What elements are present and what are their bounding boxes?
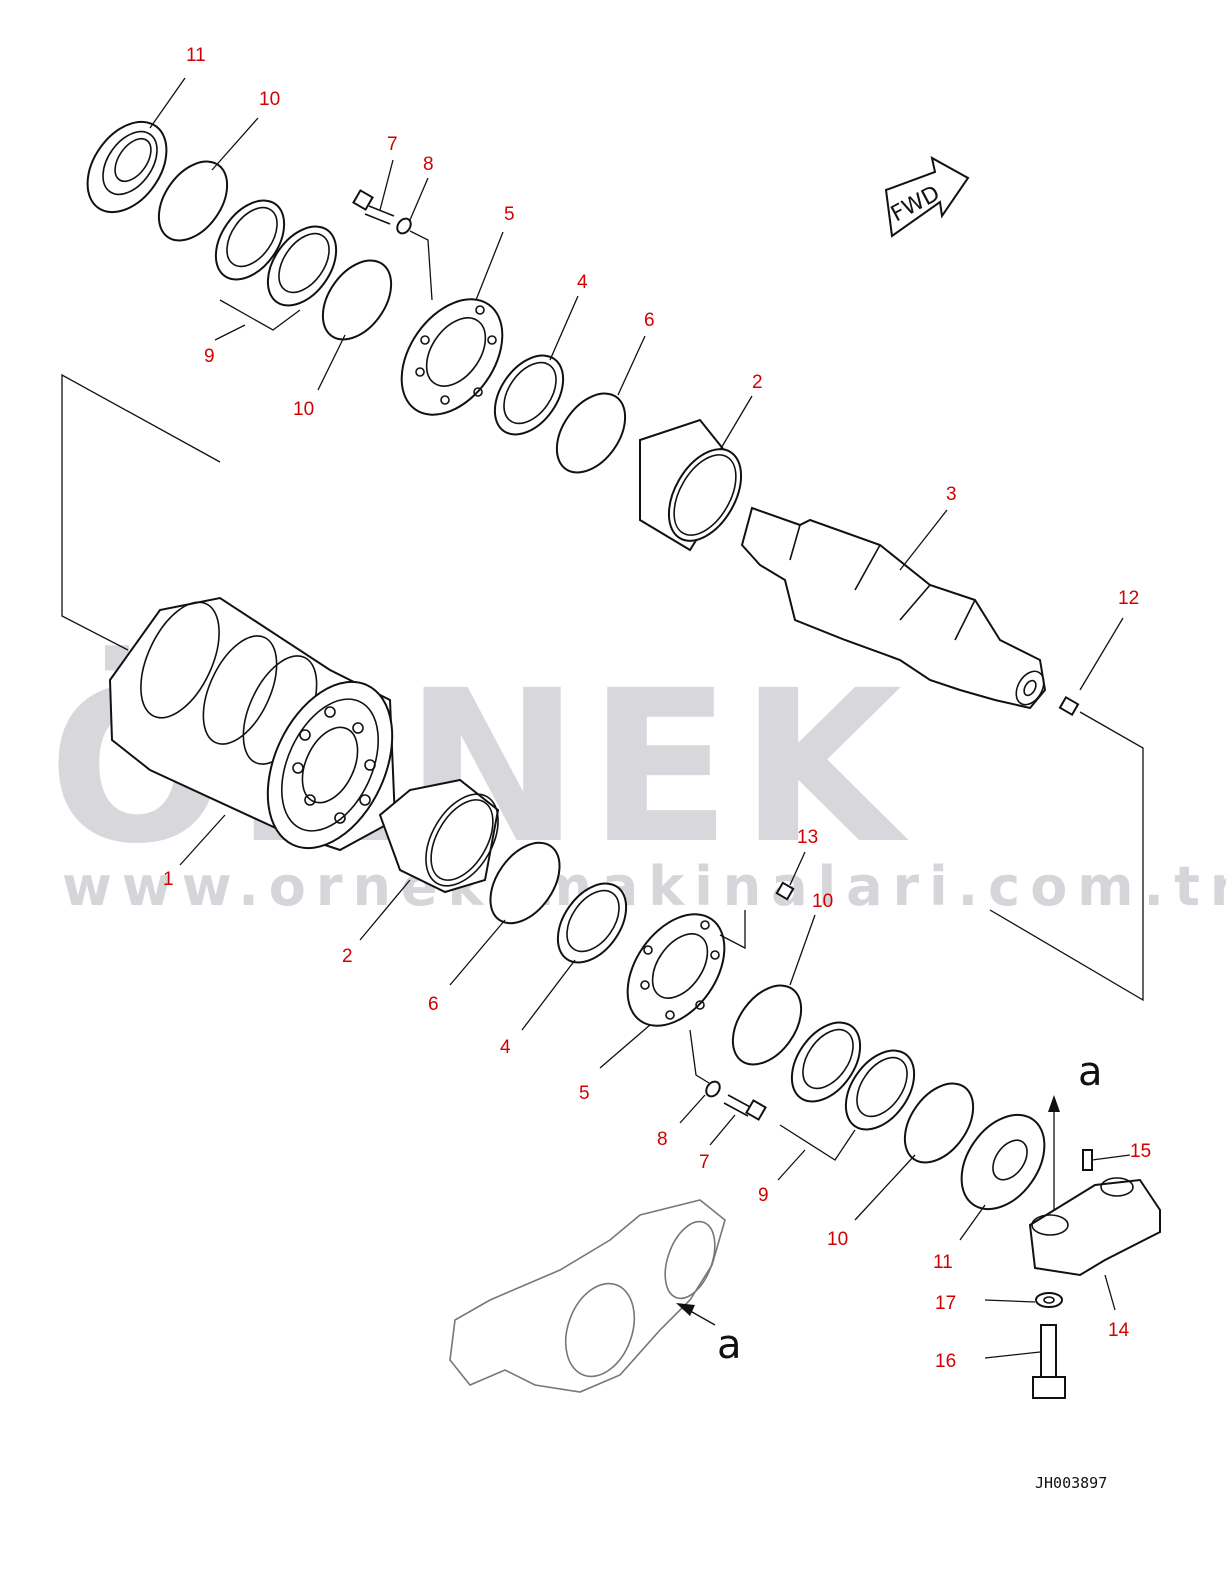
callout-5-lower: 5 (579, 1083, 590, 1104)
callout-8-upper: 8 (423, 154, 434, 175)
part-10-o-ring-lower-2 (903, 1082, 975, 1164)
callout-4-upper: 4 (577, 272, 588, 293)
callout-15: 15 (1130, 1141, 1151, 1162)
part-6-o-ring-upper (555, 392, 627, 474)
callout-4-lower: 4 (500, 1037, 511, 1058)
callout-7-upper: 7 (387, 134, 398, 155)
callout-3: 3 (946, 484, 957, 505)
callout-10-lower-1: 10 (812, 891, 833, 912)
callout-2-upper: 2 (752, 372, 763, 393)
view-marker-lower: a (717, 1322, 742, 1368)
callout-leaders (149, 77, 1131, 1359)
callout-5-upper: 5 (504, 204, 515, 225)
part-2-bushing-lower (378, 778, 500, 894)
part-11-floating-seal-upper (86, 120, 168, 214)
callout-9-upper: 9 (204, 346, 215, 367)
part-7-bolt-upper (352, 189, 395, 225)
part-16-bolt (1032, 1324, 1066, 1399)
track-frame-ghost (449, 1199, 726, 1393)
callout-10-upper-1: 10 (259, 89, 280, 110)
part-7-bolt-lower (723, 1094, 767, 1121)
part-17-washer (1035, 1292, 1063, 1308)
part-11-floating-seal-lower (960, 1113, 1046, 1211)
part-5-retainer-upper (400, 298, 504, 416)
part-14-guard-bracket (1028, 1095, 1161, 1277)
callout-16: 16 (935, 1351, 956, 1372)
part-9-seal-ring-upper (214, 199, 338, 331)
drawing-code: JH003897 (1035, 1474, 1107, 1492)
callout-9-lower: 9 (758, 1185, 769, 1206)
part-4-thrust-washer-lower (556, 882, 628, 964)
callout-2-lower: 2 (342, 946, 353, 967)
callout-10-upper-2: 10 (293, 399, 314, 420)
callout-7-lower: 7 (699, 1152, 710, 1173)
callout-8-lower: 8 (657, 1129, 668, 1150)
callout-numbers: 11 10 7 8 5 4 6 2 3 12 9 10 1 2 6 4 5 13… (163, 45, 1151, 1372)
callout-14: 14 (1108, 1320, 1130, 1341)
part-10-o-ring-lower-1 (731, 984, 803, 1066)
callout-11-upper: 11 (186, 45, 206, 66)
assembly-bracket-lines (61, 373, 1144, 1002)
part-10-o-ring-upper-2 (321, 259, 393, 341)
part-13-plug (775, 881, 795, 901)
watermark-url: www.orneksmakinalari.com.tr (62, 855, 1226, 918)
callout-17: 17 (935, 1293, 956, 1314)
forward-direction-arrow: FWD (884, 156, 970, 238)
view-marker-upper: a (1078, 1049, 1103, 1095)
part-10-o-ring-upper-1 (157, 160, 229, 242)
part-6-o-ring-lower (489, 841, 561, 925)
callout-6-upper: 6 (644, 310, 655, 331)
part-3-shaft (740, 506, 1047, 710)
part-12-plug (1058, 695, 1080, 717)
part-8-washer-lower (689, 1029, 721, 1098)
callout-6-lower: 6 (428, 994, 439, 1015)
part-9-seal-ring-lower (779, 1021, 916, 1161)
part-8-washer-upper (396, 217, 433, 301)
part-15-pin (1082, 1149, 1093, 1171)
callout-11-lower: 11 (933, 1252, 953, 1273)
callout-13: 13 (797, 827, 818, 848)
callout-1: 1 (163, 869, 174, 890)
part-2-bushing-upper (639, 418, 743, 552)
part-4-thrust-washer-upper (493, 354, 565, 436)
part-5-retainer-lower (626, 910, 746, 1027)
callout-10-lower-2: 10 (827, 1229, 848, 1250)
callout-12: 12 (1118, 588, 1139, 609)
